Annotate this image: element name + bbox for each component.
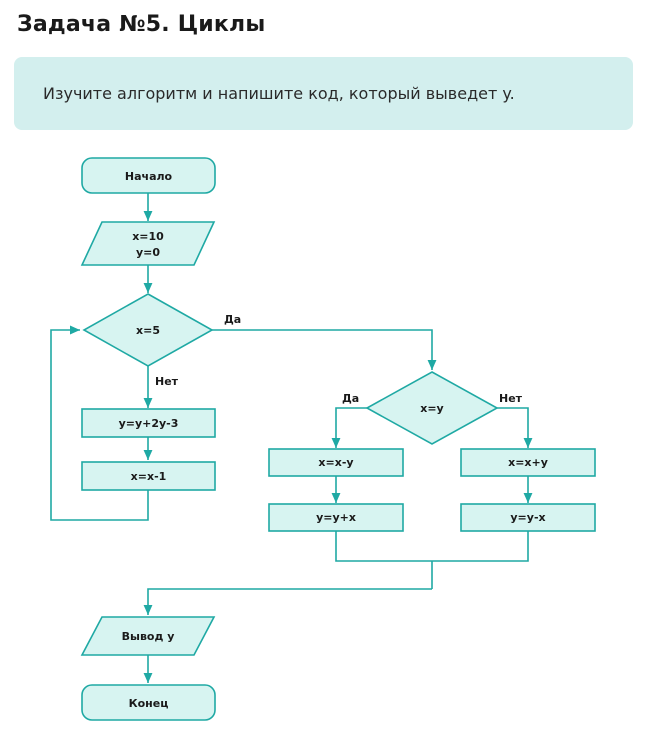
left-step1-node: x=x-y bbox=[268, 448, 404, 477]
inner-condition-label: x=y bbox=[420, 402, 443, 415]
inner-yes-label: Да bbox=[342, 392, 359, 405]
arrow-inner-yes bbox=[331, 407, 367, 448]
init-line1: x=10 bbox=[132, 230, 164, 243]
outer-no-label: Нет bbox=[155, 375, 179, 388]
arrow-cond-yes bbox=[211, 329, 437, 370]
outer-condition-label: x=5 bbox=[136, 324, 160, 337]
arrow-inner-no bbox=[497, 407, 533, 448]
right-step1-node: x=x+y bbox=[460, 448, 596, 477]
inner-condition-node: x=y bbox=[365, 371, 499, 445]
start-node: Начало bbox=[81, 157, 216, 194]
inner-no-label: Нет bbox=[499, 392, 523, 405]
connectors bbox=[50, 193, 533, 683]
outer-condition-node: x=5 bbox=[82, 293, 214, 367]
right-step2-label: y=y-x bbox=[510, 511, 545, 524]
right-step1-label: x=x+y bbox=[508, 456, 548, 469]
start-label: Начало bbox=[125, 170, 173, 183]
loop-step1-label: y=y+2y-3 bbox=[119, 417, 179, 430]
loop-step1-node: y=y+2y-3 bbox=[81, 408, 216, 438]
left-step2-node: y=y+x bbox=[268, 503, 404, 532]
merge-line bbox=[335, 531, 529, 562]
output-node: Вывод y bbox=[80, 616, 216, 656]
loop-step2-label: x=x-1 bbox=[131, 470, 167, 483]
init-line2: y=0 bbox=[136, 246, 160, 259]
left-step2-label: y=y+x bbox=[316, 511, 356, 524]
init-node: x=10 y=0 bbox=[80, 221, 216, 266]
page-title: Задача №5. Циклы bbox=[17, 12, 266, 37]
outer-yes-label: Да bbox=[224, 313, 241, 326]
end-label: Конец bbox=[129, 697, 169, 710]
left-step1-label: x=x-y bbox=[318, 456, 353, 469]
output-label: Вывод y bbox=[122, 630, 175, 643]
end-node: Конец bbox=[81, 684, 216, 721]
task-box: Изучите алгоритм и напишите код, который… bbox=[14, 57, 633, 130]
loop-back-arrow bbox=[50, 325, 149, 521]
loop-step2-node: x=x-1 bbox=[81, 461, 216, 491]
arrow-to-output bbox=[143, 588, 432, 615]
task-text: Изучите алгоритм и напишите код, который… bbox=[43, 84, 515, 103]
right-step2-node: y=y-x bbox=[460, 503, 596, 532]
